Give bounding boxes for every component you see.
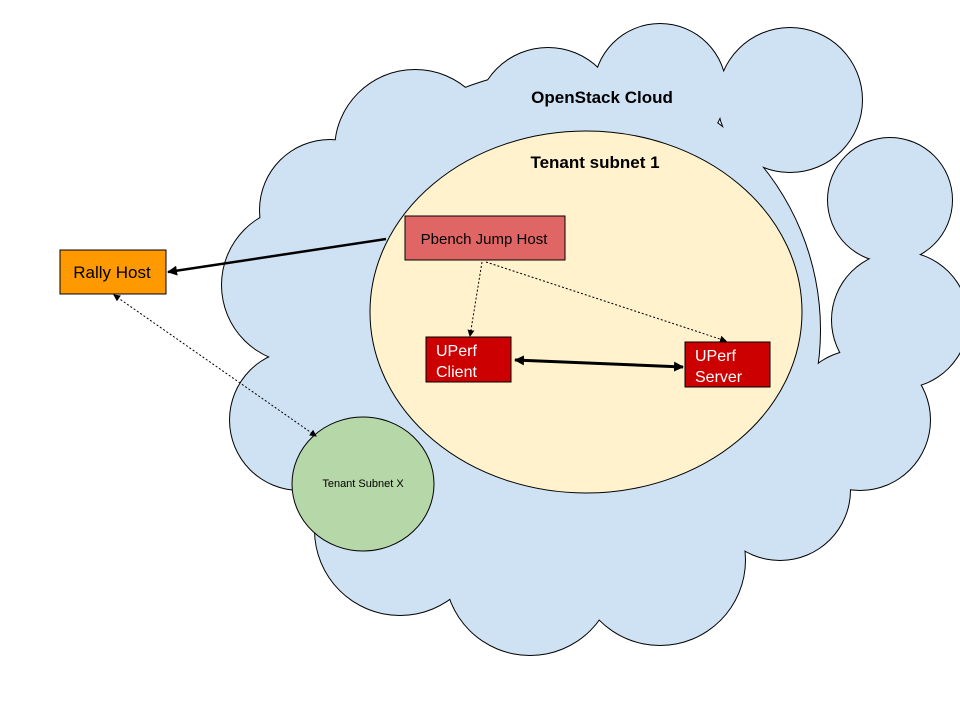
rally-host-box[interactable]: Rally Host [59, 249, 167, 295]
rally-host-label: Rally Host [73, 263, 151, 282]
cloud-label: OpenStack Cloud [531, 88, 673, 107]
tenant-subnet-x-ellipse [291, 416, 435, 552]
tenant-subnet-x: Tenant Subnet X [291, 416, 435, 552]
tenant-subnet-1: Tenant subnet 1 [369, 130, 803, 494]
pbench-jump-host-box[interactable]: Pbench Jump Host [404, 215, 566, 261]
uperf-client-label-line1: UPerf [436, 343, 477, 360]
uperf-server-box[interactable]: UPerf Server [684, 341, 771, 388]
uperf-server-rect[interactable] [684, 341, 771, 388]
client-server-bidirectional-arrow [514, 355, 684, 372]
uperf-server-label-line1: UPerf [695, 348, 736, 365]
uperf-client-label-line2: Client [436, 364, 477, 381]
rally-host-rect[interactable] [59, 249, 167, 295]
pbench-to-rally-arrow [167, 237, 387, 276]
pbench-jump-host-rect[interactable] [404, 215, 566, 261]
tenant-subnet-x-label: Tenant Subnet X [322, 478, 404, 490]
uperf-client-box[interactable]: UPerf Client [425, 336, 512, 383]
pbench-jump-host-label: Pbench Jump Host [421, 231, 549, 248]
tenant-subnet-1-label: Tenant subnet 1 [530, 153, 659, 172]
tenant-subnet-1-ellipse [369, 130, 803, 494]
uperf-server-label-line2: Server [695, 369, 743, 386]
rally-to-subnet-x-dotted-arrow [113, 294, 317, 437]
uperf-client-rect[interactable] [425, 336, 512, 383]
pbench-to-client-dotted-arrow [467, 261, 483, 337]
